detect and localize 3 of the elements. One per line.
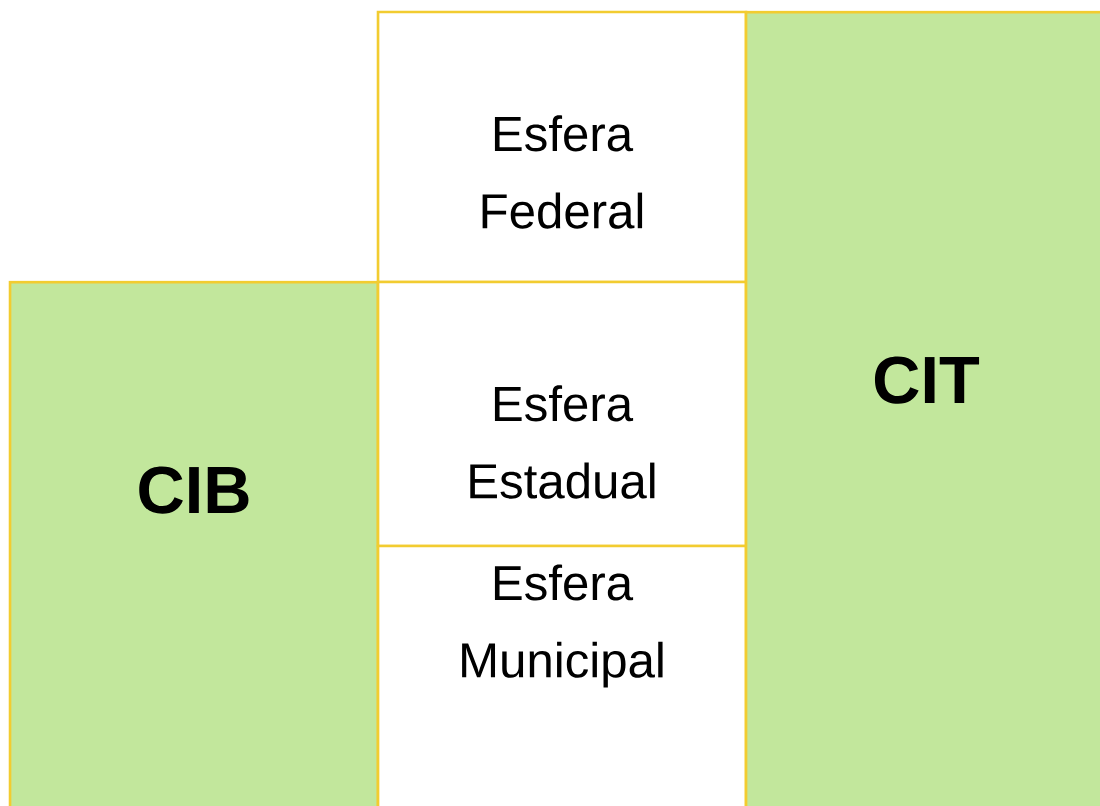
sphere-box: Esfera Municipal: [376, 544, 748, 806]
committee-box: CIB: [8, 280, 380, 806]
committee-box: CIT: [744, 10, 1100, 806]
